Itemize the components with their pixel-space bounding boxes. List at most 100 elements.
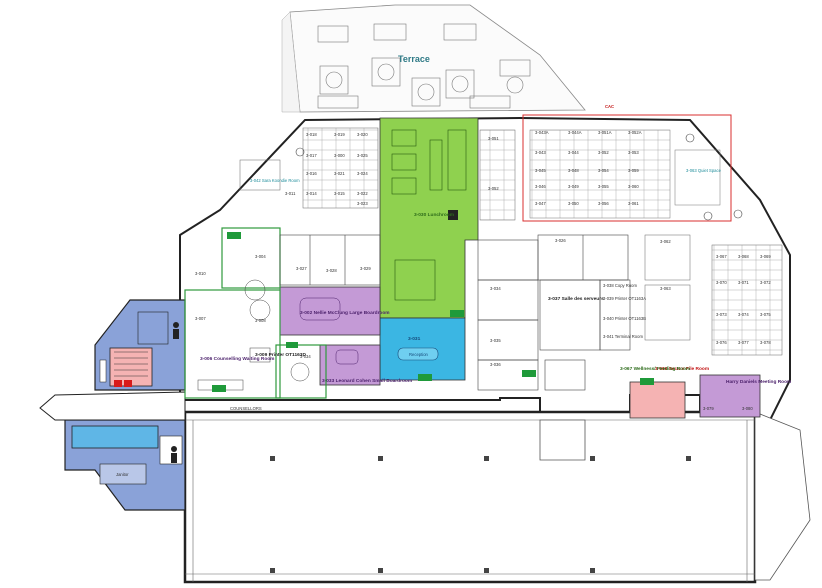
room-label: 3-070 [716,280,727,285]
room-label: 3-061 [628,201,639,206]
compass-markers [295,133,743,221]
room-label: Reception [409,352,429,357]
secure-rooms: 3-066 Secure File Room 3-067 Wellness/ F… [620,366,709,419]
room-label: 3-050 [568,201,579,206]
room-label: 3-051A [598,130,612,135]
room-label: 3-062 [660,239,671,244]
exit-sign-icons [212,232,654,392]
room-label: 3-059 [628,168,639,173]
room-label: 3-074 [738,312,749,317]
room-label: 3-034 [490,286,501,291]
room-label: 3-043 [535,150,546,155]
room-label: 3-008 [255,318,266,323]
room-label: 3-051 [488,136,499,141]
reception: 3-031 Reception [379,317,466,381]
room-label: 3-049 [568,184,579,189]
counselling-furniture [197,279,310,391]
secure-file-label: 3-066 Secure File Room [655,366,709,372]
west-room-labels: 3-018 3-019 3-020 3-017 3-000 3-025 3-01… [250,132,368,206]
cac-label: CAC [605,104,614,109]
room-label: 3-035 [490,338,501,343]
room-label: 3-028 [326,268,337,273]
room-label: 3-072 [760,280,771,285]
neville-boardroom-label: 3-002 Nellie McClung Large Boardroom [300,310,390,316]
room-label: 3-045 [535,168,546,173]
center-rooms [279,234,631,391]
room-label: 3-044 [568,150,579,155]
room-label: 3-068 [738,254,749,259]
sara-room-label: 3-042 Sara Koondie Room [250,178,300,183]
west-core-lower [64,419,186,511]
room-label: 3-011 [285,191,296,196]
room-label: 3-060 [628,184,639,189]
room-label: 3-063 [660,286,671,291]
room-label: 3-053 [628,150,639,155]
room-label: 3-019 [334,132,345,137]
wellness-label: 3-067 Wellness/ Feeding Room [620,366,690,372]
room-label: 3-047 [535,201,546,206]
harry-room-label: Harry Daniels Meeting Room [726,379,791,385]
room-label: 3-023 [357,201,368,206]
room-label: 3-031 [408,336,421,342]
room-label: 3-022 [357,191,368,196]
boardrooms: 3-002 Nellie McClung Large Boardroom 3-0… [279,286,791,418]
room-label: 3-052 [598,150,609,155]
salle-label: 3-037 Salle des serveurs [548,296,604,302]
counsellors-label: COUNSELLORS [230,406,262,411]
west-core-upper [94,299,186,391]
room-label: 3-029 [360,266,371,271]
room-label: 3-018 [306,132,317,137]
lunchroom-label: 3-030 Lunchroom [414,212,454,218]
room-label: 3-040 Printer OT1163B [603,316,646,321]
room-label: 3-015 [334,191,345,196]
center-room-labels: 3-027 3-028 3-029 3-034 3-035 3-036 3-03… [195,238,646,367]
room-label: 3-024 [357,171,368,176]
east-labels: 3-062 3-063 3-067 3-068 3-069 3-070 3-07… [660,239,771,411]
room-label: 3-077 [738,340,749,345]
room-label: 3-052 [488,186,499,191]
room-label: 3-021 [334,171,345,176]
room-label: 3-034 [300,354,311,359]
room-label: 3-067 [716,254,727,259]
room-label: 3-020 [357,132,368,137]
room-label: 3-017 [306,153,317,158]
room-label: 3-076 [716,340,727,345]
mid-desks [479,129,516,221]
room-label: 3-073 [716,312,727,317]
west-workstations [239,127,379,209]
room-label: 3-054 [598,168,609,173]
lower-building [183,410,811,584]
room-label: 3-079 [703,406,714,411]
room-label: 3-025 [357,153,368,158]
room-label: 3-016 [306,171,317,176]
room-label: 3-004 [255,254,266,259]
terrace-area [281,4,586,113]
terrace-furniture [317,23,531,109]
room-label: 3-038 Copy Room [603,283,637,288]
room-label: 3-069 [760,254,771,259]
room-label: 3-048 [568,168,579,173]
room-label: 3-036 [490,362,501,367]
cac-zone: CAC [522,104,732,222]
cac-labels: 3-043A 3-044A 3-051A 3-052A 3-043 3-044 … [535,130,722,206]
printer-label: 3-009 Printer OT1163D [255,352,306,358]
leonard-boardroom-label: 3-033 Leonard Cohen Small Boardroom [322,378,412,384]
room-label: 3-000 [334,153,345,158]
room-label: 3-055 [598,184,609,189]
room-label: 3-027 [296,266,307,271]
room-label: 3-078 [760,340,771,345]
room-label: 3-041 Terminal Room [603,334,643,339]
janitor-label: Janitor [116,472,129,477]
room-label: 3-043A [535,130,549,135]
room-label: 3-063 Quiet Space [686,168,722,173]
room-label: 3-056 [598,201,609,206]
lunchroom: 3-030 Lunchroom [379,117,479,319]
room-label: 3-075 [760,312,771,317]
room-label: 3-014 [306,191,317,196]
room-label: 3-010 [195,271,206,276]
terrace-label: Terrace [398,54,430,64]
room-label: 3-080 [742,406,753,411]
counselling-label: 3-006 Counselling Waiting Room [200,356,274,362]
room-label: 3-044A [568,130,582,135]
